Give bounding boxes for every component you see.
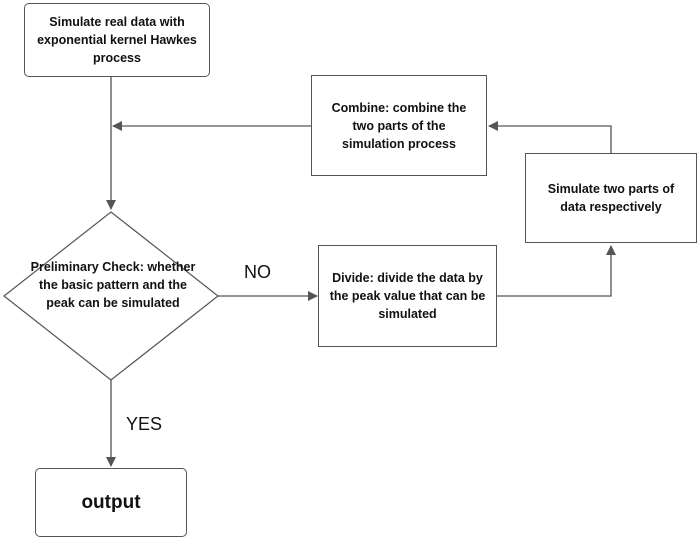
divide-node: Divide: divide the data by the peak valu… [318, 245, 497, 347]
yes-edge-label: YES [126, 414, 163, 434]
simulate-two-parts-node: Simulate two parts of data respectively [525, 153, 697, 243]
no-edge-label: NO [244, 262, 271, 282]
divide-node-label: Divide: divide the data by the peak valu… [329, 271, 486, 321]
start-node: Simulate real data with exponential kern… [24, 3, 210, 77]
decision-node-label: Preliminary Check: whether the basic pat… [30, 260, 196, 310]
simulate-two-parts-label: Simulate two parts of data respectively [547, 182, 675, 214]
output-node-label: output [81, 491, 141, 513]
combine-node-label: Combine: combine the two parts of the si… [331, 100, 467, 151]
output-node: output [35, 468, 187, 537]
arrow-divide-to-simulate-two [497, 245, 616, 297]
arrow-simulate-two-to-combine [488, 121, 612, 153]
start-node-label: Simulate real data with exponential kern… [37, 15, 197, 65]
combine-node: Combine: combine the two parts of the si… [311, 75, 487, 176]
